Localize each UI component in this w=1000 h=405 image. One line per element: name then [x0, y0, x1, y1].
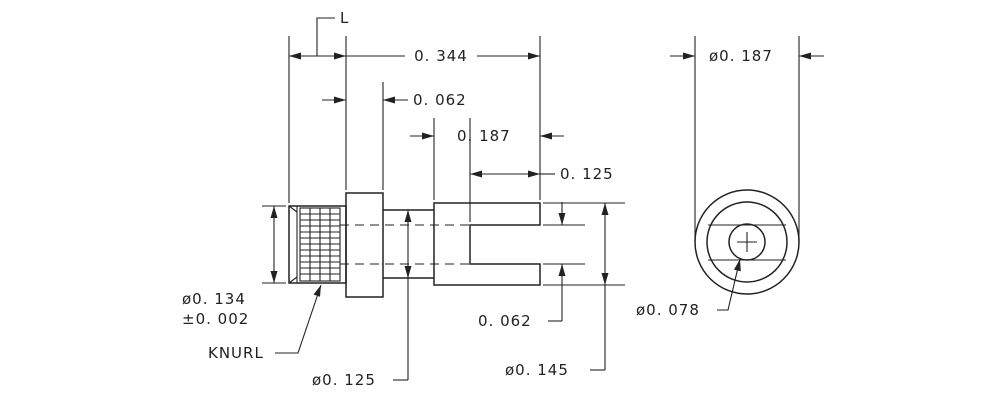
labels: L 0. 344 0. 062 0. 187 0. 125 ø0. 187 ø0… — [182, 9, 773, 389]
label-tip-length: 0. 125 — [560, 165, 614, 183]
knurl-pattern — [300, 208, 340, 281]
knurl-leader — [275, 284, 322, 354]
dimension-lines — [262, 17, 625, 381]
label-hole-diameter: ø0. 078 — [636, 301, 700, 319]
side-view — [288, 192, 541, 298]
label-overall-length: 0. 344 — [414, 47, 468, 65]
collar-outline — [345, 192, 384, 298]
knurl-chamfer-bottom — [288, 276, 298, 284]
hole-leader — [717, 258, 741, 311]
label-knurl-diameter: ø0. 134 — [182, 290, 246, 308]
label-l: L — [340, 9, 349, 27]
end-view-body-circle — [706, 201, 788, 283]
label-slot-depth: 0. 187 — [457, 127, 511, 145]
label-slot-width: 0. 062 — [478, 312, 532, 330]
end-view-hole — [728, 223, 766, 261]
label-knurl: KNURL — [208, 344, 264, 362]
knurl-chamfer-top — [288, 205, 298, 213]
label-end-view-diameter: ø0. 187 — [709, 47, 773, 65]
label-shank-diameter: ø0. 125 — [312, 371, 376, 389]
label-knurl-tolerance: ±0. 002 — [182, 310, 249, 328]
dim-l-leader — [316, 17, 335, 56]
slotted-body-outline — [433, 202, 541, 286]
label-body-diameter: ø0. 145 — [505, 361, 569, 379]
label-collar-width: 0. 062 — [413, 91, 467, 109]
end-view — [670, 36, 824, 311]
